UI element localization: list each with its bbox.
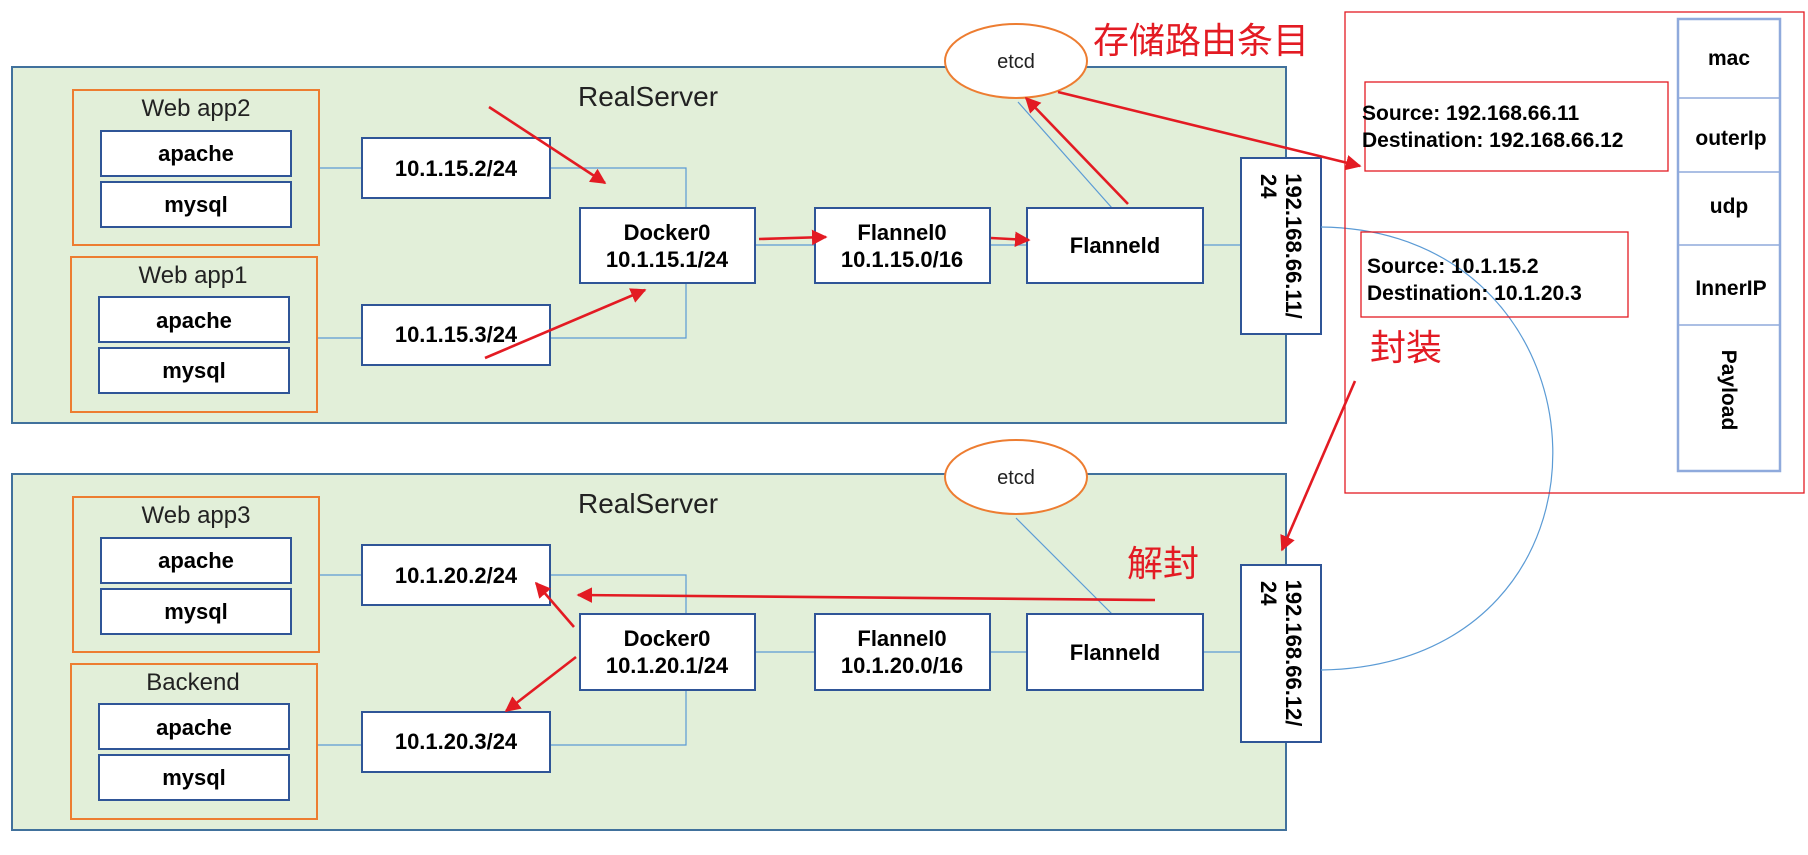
flanneld-label: Flanneld: [1070, 233, 1160, 258]
eth-interface: [1240, 564, 1322, 743]
apache-label: apache: [156, 308, 232, 333]
packet-panel: Source: 192.168.66.11 Destination: 192.1…: [1344, 11, 1805, 494]
apache-label: apache: [158, 141, 234, 166]
apache-box: [100, 537, 292, 584]
layer-mac: mac: [1708, 47, 1750, 70]
layer-udp: udp: [1710, 195, 1748, 218]
arrow-flanneld-to-etcd: [1024, 96, 1129, 205]
host-link-arc: [1320, 226, 1554, 671]
app-group-webapp3: Web app3 apache mysql: [72, 496, 320, 653]
mysql-label: mysql: [164, 192, 228, 217]
encapsulate-annotation: 封装: [1370, 328, 1442, 369]
outer-header-box: [1364, 81, 1669, 172]
inner-destination: Destination: 10.1.20.3: [1367, 282, 1582, 305]
docker0-ip: 10.1.15.1/24: [606, 247, 729, 272]
mysql-label: mysql: [164, 599, 228, 624]
app-name: Backend: [146, 669, 239, 696]
apache-box: [98, 703, 290, 750]
outer-destination: Destination: 192.168.66.12: [1362, 129, 1623, 152]
etcd-label: etcd: [997, 51, 1035, 73]
veth-ip-label: 10.1.20.3/24: [395, 729, 518, 754]
veth-box: [361, 304, 551, 366]
realserver-top: RealServer Web app2 apache mysql Web app…: [11, 66, 1322, 424]
flannel0-ip: 10.1.15.0/16: [841, 247, 963, 272]
veth-ip-label: 10.1.20.2/24: [395, 563, 518, 588]
eth-ip-label: 192.168.66.11/: [1281, 173, 1306, 319]
app-group-webapp1: Web app1 apache mysql: [70, 256, 318, 413]
arrow-flannel0-to-flanneld: [990, 231, 1031, 248]
mysql-box: [98, 347, 290, 394]
eth-ip-label: 192.168.66.12/: [1281, 580, 1306, 727]
app-group-webapp2: Web app2 apache mysql: [72, 89, 320, 246]
apache-label: apache: [158, 548, 234, 573]
apache-label: apache: [156, 715, 232, 740]
traffic-arrows: [484, 90, 1362, 713]
app-name: Web app2: [142, 95, 251, 122]
docker0-bridge: [579, 613, 756, 691]
app-name: Web app3: [142, 502, 251, 529]
flannel0-name: Flannel0: [857, 626, 946, 651]
eth-mask-label: 24: [1256, 174, 1281, 199]
layer-payload: Payload: [1717, 350, 1740, 431]
flannel0-name: Flannel0: [857, 220, 946, 245]
arrow-flanneld-to-veth: [576, 587, 1156, 603]
flanneld-daemon: [1026, 207, 1204, 284]
etcd-node-top: [944, 23, 1088, 99]
veth-box: [361, 544, 551, 606]
inner-source: Source: 10.1.15.2: [1367, 255, 1539, 278]
realserver-bottom-title: RealServer: [578, 488, 718, 519]
realserver-top-title: RealServer: [578, 81, 718, 112]
flannel0-interface: [814, 207, 991, 284]
outer-source: Source: 192.168.66.11: [1362, 102, 1579, 125]
mysql-box: [98, 754, 290, 801]
eth-mask-label: 24: [1256, 581, 1281, 606]
layer-innerip: InnerIP: [1695, 277, 1766, 300]
arrow-docker0-to-veth2: [534, 581, 575, 628]
flannel0-ip: 10.1.20.0/16: [841, 653, 963, 678]
docker0-ip: 10.1.20.1/24: [606, 653, 729, 678]
store-routes-annotation: 存储路由条目: [1093, 21, 1309, 62]
network-wires-bottom: [318, 517, 1241, 746]
etcd-label: etcd: [997, 467, 1035, 489]
arrow-veth3-to-docker0: [484, 288, 647, 360]
veth-ip-label: 10.1.15.3/24: [395, 322, 518, 347]
arrow-packet-to-host2: [1280, 380, 1357, 552]
apache-box: [100, 130, 292, 177]
flanneld-label: Flanneld: [1070, 640, 1160, 665]
mysql-label: mysql: [162, 358, 226, 383]
docker0-name: Docker0: [624, 626, 711, 651]
arrow-docker0-to-veth3: [504, 655, 577, 713]
layer-outerip: outerIp: [1695, 127, 1766, 150]
mysql-box: [100, 181, 292, 228]
realserver-bottom: RealServer Web app3 apache mysql Backend: [11, 473, 1322, 831]
arrow-veth2-to-docker0: [488, 105, 607, 185]
flannel0-interface: [814, 613, 991, 691]
docker0-bridge: [579, 207, 756, 284]
mysql-label: mysql: [162, 765, 226, 790]
packet-outline: [1344, 11, 1805, 494]
app-group-backend: Backend apache mysql: [70, 663, 318, 820]
veth-box: [361, 137, 551, 199]
veth-box: [361, 711, 551, 773]
app-name: Web app1: [139, 262, 248, 289]
inner-header-box: [1360, 231, 1629, 318]
arrow-etcd-to-packet: [1057, 90, 1362, 171]
docker0-name: Docker0: [624, 220, 711, 245]
mysql-box: [100, 588, 292, 635]
arrow-docker0-to-flannel0: [758, 229, 828, 246]
apache-box: [98, 296, 290, 343]
decapsulate-annotation: 解封: [1127, 544, 1199, 585]
etcd-node-bottom: [944, 439, 1088, 515]
veth-ip-label: 10.1.15.2/24: [395, 156, 518, 181]
flanneld-daemon: [1026, 613, 1204, 691]
eth-interface: [1240, 157, 1322, 335]
